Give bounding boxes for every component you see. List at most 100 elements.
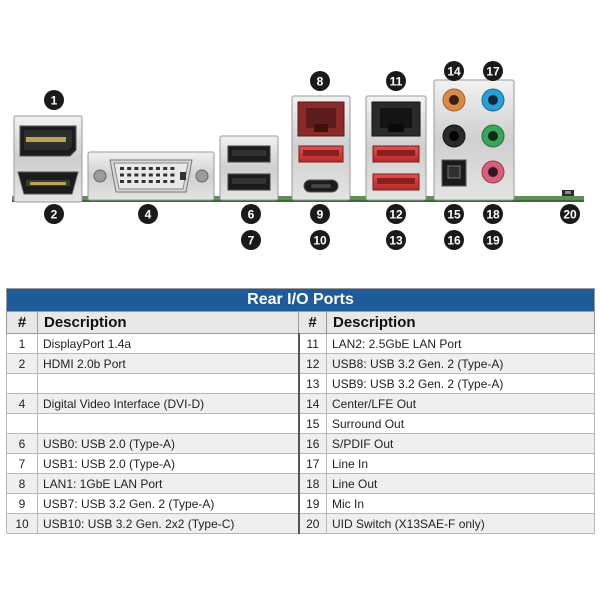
port-number-right: 11 (297, 333, 327, 354)
dvi-pin (127, 167, 132, 170)
callout-marker-9: 9 (310, 204, 330, 224)
callout-circle (444, 230, 464, 250)
dvi-blade (180, 172, 186, 180)
callout-marker-13: 13 (386, 230, 406, 250)
callout-marker-18: 18 (483, 204, 503, 224)
callout-marker-1: 1 (44, 90, 64, 110)
dvi-pin (141, 173, 146, 177)
port-description-left: USB7: USB 3.2 Gen. 2 (Type-A) (37, 493, 299, 514)
callout-circle (241, 230, 261, 250)
port-number-right: 13 (297, 373, 327, 394)
col-header-num-right: # (298, 311, 327, 334)
port-description-right: UID Switch (X13SAE-F only) (325, 513, 596, 534)
dvi-pin (134, 167, 139, 170)
port-number-left: 9 (6, 493, 38, 514)
port-description-right: Center/LFE Out (325, 393, 596, 414)
port-description-left: USB0: USB 2.0 (Type-A) (37, 433, 299, 454)
callout-marker-19: 19 (483, 230, 503, 250)
port-number-left: 1 (6, 333, 38, 354)
callout-number: 6 (248, 208, 255, 222)
callout-marker-20: 20 (560, 204, 580, 224)
dvi-pin (156, 180, 160, 183)
port-number-right: 18 (297, 473, 327, 494)
col-header-desc-left: Description (37, 311, 299, 334)
dvi-pin (170, 180, 175, 183)
callout-circle (483, 230, 503, 250)
dvi-pin (127, 173, 132, 177)
dvi-pin (170, 173, 175, 177)
callout-number: 19 (486, 234, 500, 248)
dvi-pin (120, 173, 124, 177)
port-description-left: Digital Video Interface (DVI-D) (37, 393, 299, 414)
callout-circle (444, 204, 464, 224)
callout-circle (241, 204, 261, 224)
callout-marker-17: 17 (483, 61, 503, 81)
callout-number: 2 (51, 208, 58, 222)
port-description-left: DisplayPort 1.4a (37, 333, 299, 354)
port-description-right: S/PDIF Out (325, 433, 596, 454)
col-header-desc-right: Description (325, 311, 596, 334)
callout-number: 20 (563, 208, 577, 222)
dvi-pin (156, 173, 160, 177)
callout-marker-15: 15 (444, 204, 464, 224)
callout-marker-12: 12 (386, 204, 406, 224)
dvi-pin (163, 167, 168, 170)
port-description-right: LAN2: 2.5GbE LAN Port (325, 333, 596, 354)
callout-number: 16 (447, 234, 461, 248)
port-number-right: 12 (297, 353, 327, 374)
dvi-pin (163, 173, 168, 177)
callout-circle (44, 90, 64, 110)
callout-number: 13 (389, 234, 403, 248)
port-number-left: 2 (6, 353, 38, 374)
port-number-right: 19 (297, 493, 327, 514)
dvi-pin (156, 167, 160, 170)
callout-number: 14 (447, 65, 461, 79)
port-number-right: 16 (297, 433, 327, 454)
callout-number: 7 (248, 234, 255, 248)
callout-circle (386, 204, 406, 224)
callout-circle (483, 204, 503, 224)
col-header-num-left: # (6, 311, 38, 334)
port-number-left: 6 (6, 433, 38, 454)
callout-circle (44, 204, 64, 224)
port-description-left: LAN1: 1GbE LAN Port (37, 473, 299, 494)
port-number-left: 8 (6, 473, 38, 494)
port-description-right: USB9: USB 3.2 Gen. 2 (Type-A) (325, 373, 596, 394)
callout-marker-8: 8 (310, 71, 330, 91)
callout-number: 15 (447, 208, 461, 222)
callout-marker-11: 11 (386, 71, 406, 91)
callout-number: 11 (390, 75, 403, 89)
port-description-left (37, 373, 299, 394)
port-description-left (37, 413, 299, 434)
dvi-pin (127, 180, 132, 183)
dvi-pin (148, 167, 153, 170)
port-description-right: Line Out (325, 473, 596, 494)
callout-marker-16: 16 (444, 230, 464, 250)
port-number-left (6, 373, 38, 394)
dvi-pin (120, 180, 124, 183)
port-description-right: Line In (325, 453, 596, 474)
dvi-pin (170, 167, 175, 170)
callout-number: 1 (51, 94, 58, 108)
dvi-pin (148, 173, 153, 177)
dvi-pin (141, 180, 146, 183)
callout-marker-7: 7 (241, 230, 261, 250)
callout-circle (386, 230, 406, 250)
callout-number: 4 (145, 208, 152, 222)
dvi-port (87, 151, 215, 201)
callout-number: 17 (486, 65, 500, 79)
port-number-left (6, 413, 38, 434)
callout-circle (560, 204, 580, 224)
callout-number: 10 (313, 234, 327, 248)
port-description-left: USB1: USB 2.0 (Type-A) (37, 453, 299, 474)
